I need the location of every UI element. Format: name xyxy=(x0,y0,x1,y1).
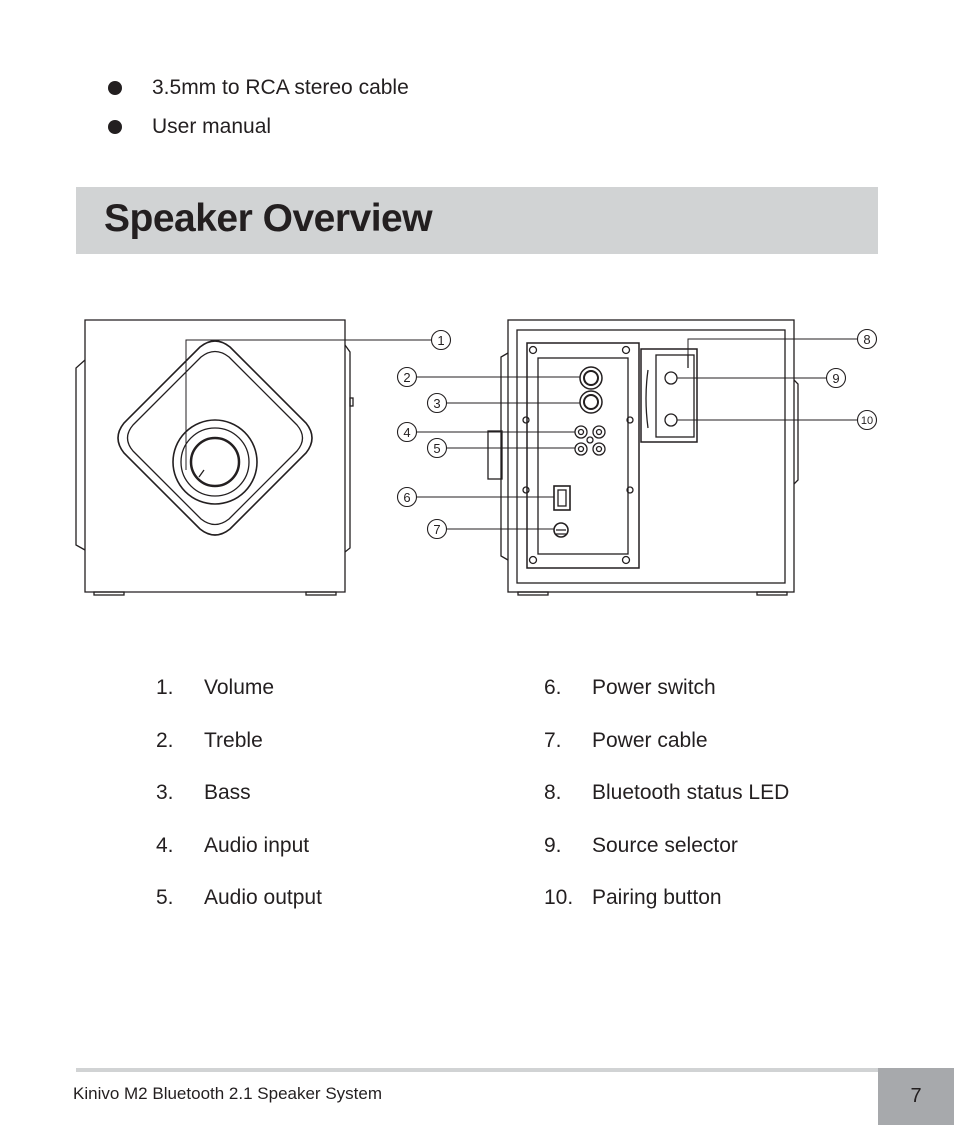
legend-label: Volume xyxy=(204,676,275,699)
legend-number: 1. xyxy=(156,676,174,699)
legend-item: 5. Audio output xyxy=(156,886,322,939)
rear-view-speaker xyxy=(487,319,799,596)
legend-label: Source selector xyxy=(592,833,738,857)
legend-label: Pairing button xyxy=(592,886,722,909)
callout-markers xyxy=(396,328,878,540)
callout-6: 6 xyxy=(403,490,410,505)
legend-label: Power switch xyxy=(592,676,716,699)
legend-label: Bass xyxy=(204,781,251,804)
legend-item: 3. Bass xyxy=(156,781,322,834)
legend-number: 5. xyxy=(156,886,174,909)
callout-numbers: 1 2 3 4 5 6 7 8 9 10 xyxy=(403,332,873,537)
callout-1: 1 xyxy=(437,333,444,348)
page-number: 7 xyxy=(910,1085,922,1107)
callout-2: 2 xyxy=(403,370,410,385)
callout-10: 10 xyxy=(861,415,873,427)
bullet-item: User manual xyxy=(108,107,409,146)
callout-7: 7 xyxy=(433,522,440,537)
page-number-box: 7 xyxy=(878,1068,954,1125)
legend-number: 10. xyxy=(544,886,574,909)
bullet-dot-icon xyxy=(108,119,122,134)
callout-9: 9 xyxy=(832,371,839,386)
callout-8: 8 xyxy=(863,332,870,347)
bullet-text: User manual xyxy=(152,114,272,138)
callout-4: 4 xyxy=(403,425,410,440)
legend-item: 2. Treble xyxy=(156,729,322,782)
legend-number: 4. xyxy=(156,833,174,857)
legend-item: 10. Pairing button xyxy=(544,886,789,939)
section-header: Speaker Overview xyxy=(76,187,878,254)
legend-item: 9. Source selector xyxy=(544,834,789,887)
bullet-item: 3.5mm to RCA stereo cable xyxy=(108,68,409,107)
legend-number: 8. xyxy=(544,781,562,804)
legend-number: 9. xyxy=(544,833,562,857)
front-view-speaker xyxy=(75,319,354,596)
legend-item: 8. Bluetooth status LED xyxy=(544,781,789,834)
legend-label: Power cable xyxy=(592,728,708,752)
legend-item: 7. Power cable xyxy=(544,729,789,782)
legend-right-column: 6. Power switch 7. Power cable 8. Bluetooth… xyxy=(544,676,789,939)
legend-left-column: 1. Volume 2. Treble 3. Bass 4. Audio input 5… xyxy=(156,676,322,939)
footer-title: Kinivo M2 Bluetooth 2.1 Speaker System xyxy=(73,1084,382,1103)
bullet-text: 3.5mm to RCA stereo cable xyxy=(152,75,409,99)
callout-3: 3 xyxy=(433,396,440,411)
callout-5: 5 xyxy=(433,441,440,456)
legend-label: Audio output xyxy=(204,886,322,909)
footer-divider xyxy=(76,1068,878,1072)
legend-item: 1. Volume xyxy=(156,676,322,729)
legend-item: 6. Power switch xyxy=(544,676,789,729)
legend-number: 2. xyxy=(156,728,174,752)
legend-label: Bluetooth status LED xyxy=(592,781,790,804)
legend-label: Audio input xyxy=(204,833,310,857)
callout-leader-lines xyxy=(185,338,857,530)
section-title: Speaker Overview xyxy=(104,197,433,240)
legend-item: 4. Audio input xyxy=(156,834,322,887)
bullet-dot-icon xyxy=(108,80,122,95)
legend-number: 7. xyxy=(544,728,562,752)
legend-label: Treble xyxy=(204,728,263,752)
legend-number: 3. xyxy=(156,781,174,804)
bullet-list: 3.5mm to RCA stereo cable User manual xyxy=(108,68,409,146)
legend-number: 6. xyxy=(544,676,562,699)
